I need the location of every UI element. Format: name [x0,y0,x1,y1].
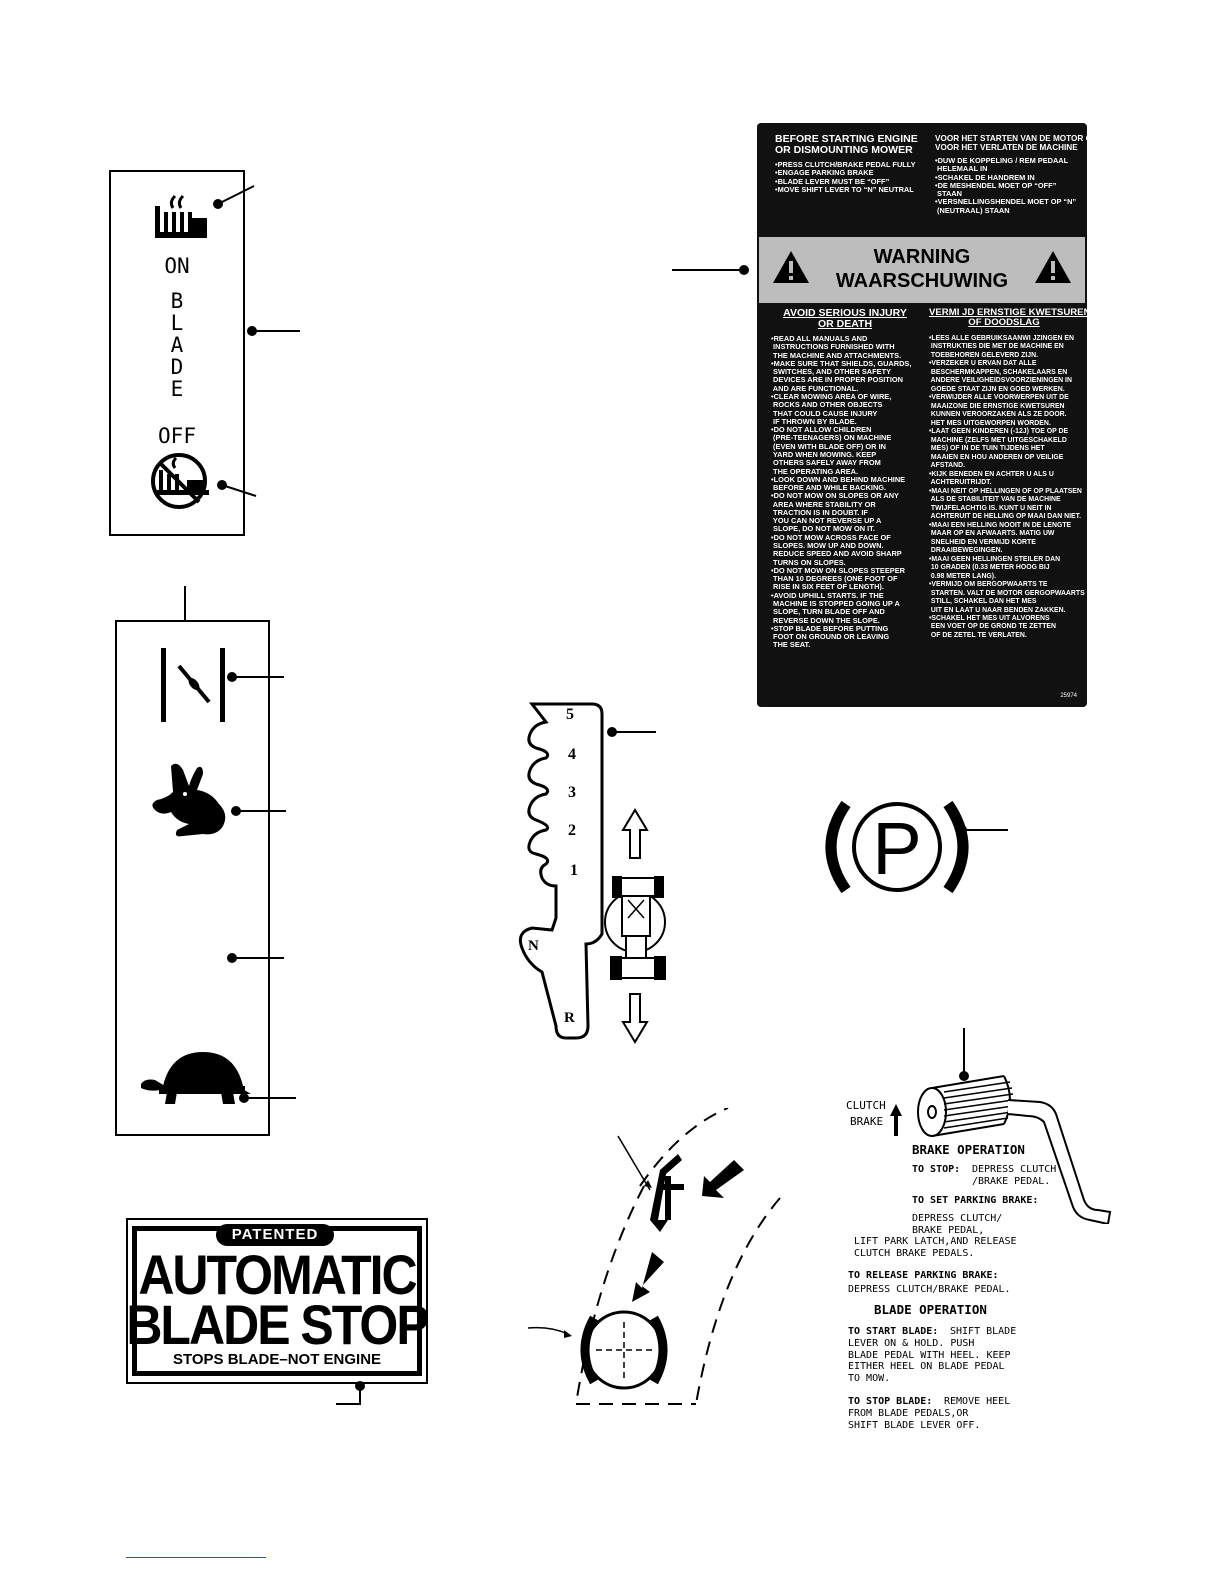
blade-lever-decal: ON B L A D E OFF [109,170,245,536]
blade-letter-d: D [170,355,184,379]
avoid-nl-title: VERMI JD ERNSTIGE KWETSUREN OF DOODSLAG [929,307,1091,329]
blade-letter-a: A [170,333,184,357]
blade-letter-b: B [170,289,184,313]
blade-on-label: ON [164,254,190,278]
shift-position-1: 1 [570,862,578,879]
shift-position-2: 2 [568,822,576,839]
stop-blade-label: TO STOP BLADE: [848,1396,933,1407]
avoid-nl-body: •LEES ALLE GEBRUIKSAANWI JZINGEN EN INST… [929,335,1085,639]
start-blade-label: TO START BLADE: [848,1326,939,1337]
set-parking-brake-text: DEPRESS CLUTCH/ BRAKE PEDAL, [912,1213,1003,1236]
blade-stop-line2: BLADE STOP [126,1293,429,1357]
start-blade-text2: LEVER ON & HOLD. PUSH BLADE PEDAL WITH H… [848,1338,1011,1384]
blade-off-label: OFF [158,424,196,448]
blade-stop-outer-border [126,1218,428,1384]
stop-blade-text2: FROM BLADE PEDALS,OR SHIFT BLADE LEVER O… [848,1408,981,1431]
shift-position-n: N [528,938,539,954]
parking-brake-icon: P [825,800,1008,894]
automatic-blade-stop-decal: PATENTED AUTOMATIC BLADE STOP STOPS BLAD… [126,1218,430,1384]
blade-stop-line3: STOPS BLADE–NOT ENGINE [172,1351,382,1368]
patented-badge: PATENTED [216,1224,334,1246]
turtle-slow-icon [141,1052,251,1104]
before-nl-title: VOOR HET STARTEN VAN DE MOTOR OF VOOR HE… [935,134,1097,153]
warning-safety-decal: BEFORE STARTING ENGINE OR DISMOUNTING MO… [757,123,1097,707]
avoid-en-body: •READ ALL MANUALS AND INSTRUCTIONS FURNI… [771,334,912,650]
shift-position-3: 3 [568,784,576,801]
before-en-body: •PRESS CLUTCH/BRAKE PEDAL FULLY •ENGAGE … [775,160,916,194]
rabbit-fast-icon [152,763,226,837]
release-parking-brake-label: TO RELEASE PARKING BRAKE: [848,1270,999,1281]
throttle-icon [161,648,225,722]
parking-p-letter: P [872,807,921,890]
blade-off-icon [151,453,209,509]
warning-triangle-right-icon [1035,251,1071,283]
leader-line-warning-decal [672,265,749,275]
before-nl-body: •DUW DE KOPPELING / REM PEDAAL HELEMAAL … [935,156,1077,215]
leader-line-shift-decal [607,727,656,737]
to-stop-label: TO STOP: [912,1164,961,1175]
blade-pedal-decal [527,1108,781,1405]
warning-band: WARNING WAARSCHUWING [759,237,1085,303]
to-stop-text: DEPRESS CLUTCH /BRAKE PEDAL. [972,1164,1057,1187]
leader-line-speed-top [184,586,186,622]
before-en-title: BEFORE STARTING ENGINE OR DISMOUNTING MO… [775,133,918,157]
leader-lines-blade-decal [213,185,300,497]
warning-triangle-left-icon [773,251,809,283]
throttle-speed-decal [115,620,270,1136]
shift-position-5: 5 [566,706,574,723]
blade-operation-title: BLADE OPERATION [874,1302,987,1317]
set-parking-brake-label: TO SET PARKING BRAKE: [912,1195,1039,1206]
footer-rule [126,1557,266,1558]
shift-position-4: 4 [568,746,576,763]
shift-position-r: R [564,1010,575,1026]
warning-title-nl: WAARSCHUWING [835,270,1009,292]
part-number: 25974 [1060,692,1077,699]
brake-label: BRAKE [850,1115,884,1128]
clutch-brake-pedal-icon [890,1028,1112,1224]
blade-on-icon [155,194,207,238]
blade-stop-line1: AUTOMATIC [138,1243,417,1307]
shift-gate-outline [518,702,666,1044]
warning-title-en: WARNING [873,246,971,268]
stop-blade-text: REMOVE HEEL [944,1396,1011,1407]
patented-label: PATENTED [231,1226,319,1243]
start-blade-text: SHIFT BLADE [950,1326,1017,1337]
avoid-en-title: AVOID SERIOUS INJURY OR DEATH [783,307,907,331]
clutch-label: CLUTCH [846,1099,886,1112]
release-parking-brake-text: DEPRESS CLUTCH/BRAKE PEDAL. [848,1284,1011,1295]
brake-operation-decal: CLUTCH BRAKE BRAKE OPERATION TO STOP: DE… [840,1028,1120,1440]
shift-pattern-decal: 5 4 3 2 1 N R [512,696,692,1046]
blade-letter-l: L [170,311,184,335]
leader-line-blade-stop [336,1381,365,1405]
blade-letter-e: E [170,377,184,401]
brake-operation-title: BRAKE OPERATION [912,1142,1025,1157]
leader-lines-speed-decal [227,672,296,1103]
set-parking-brake-text2: LIFT PARK LATCH,AND RELEASE CLUTCH BRAKE… [854,1236,1017,1259]
